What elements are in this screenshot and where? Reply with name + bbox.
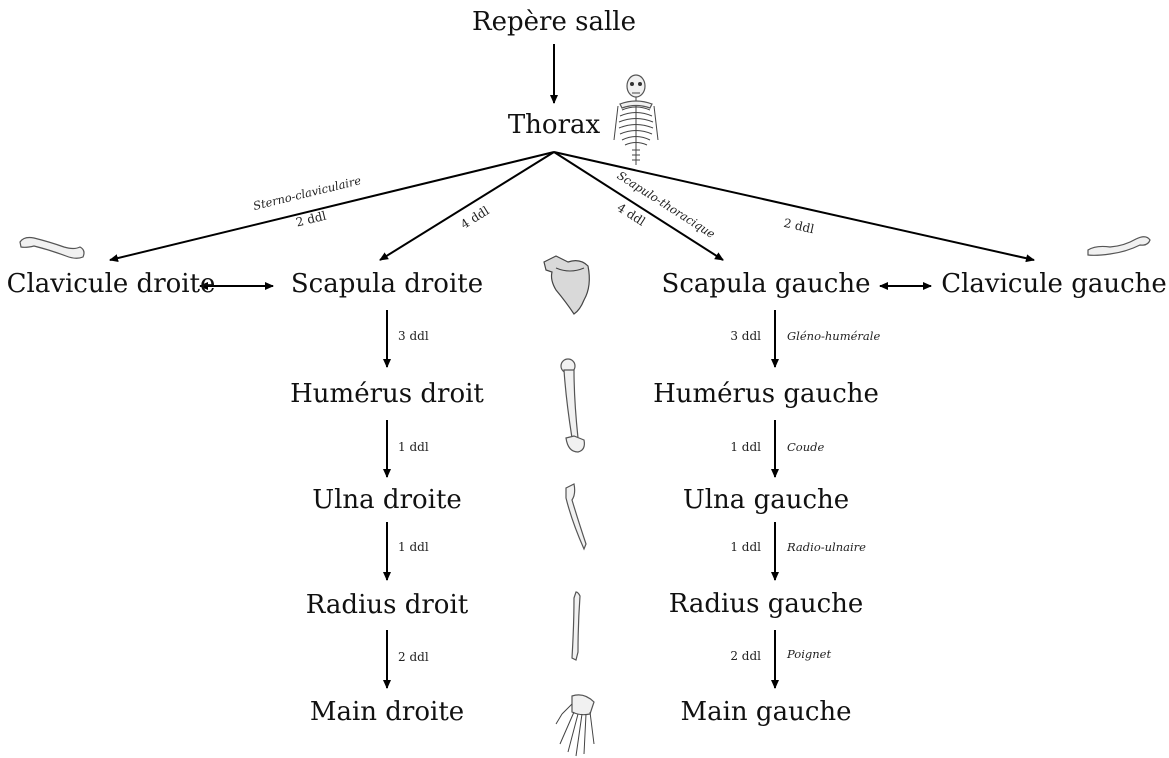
dof-label-radius-hand-right: 2 ddl: [398, 650, 429, 664]
edge-thorax-scapula-right: [380, 152, 554, 260]
joint-label-coude: Coude: [787, 440, 824, 454]
dof-label-thorax-scapula-left: 4 ddl: [614, 200, 648, 228]
node-radius-right: Radius droit: [306, 590, 469, 620]
skeleton-icon: [614, 75, 658, 165]
node-ulna-right: Ulna droite: [312, 485, 462, 515]
node-scapula-right: Scapula droite: [291, 269, 483, 299]
node-humerus-left: Humérus gauche: [653, 379, 879, 409]
node-radius-left: Radius gauche: [669, 589, 864, 619]
dof-label-humerus-ulna-left: 1 ddl: [730, 440, 761, 454]
hand-icon: [556, 695, 594, 756]
dof-label-radius-hand-left: 2 ddl: [730, 649, 761, 663]
clavicle-icon: [20, 238, 84, 259]
edge-thorax-clavicle-right: [110, 152, 554, 260]
dof-label-thorax-clavicle-right: 2 ddl: [295, 209, 328, 230]
ulna-icon: [566, 484, 586, 549]
node-clavicle-left: Clavicule gauche: [941, 269, 1167, 299]
dof-label-ulna-radius-left: 1 ddl: [730, 540, 761, 554]
node-room: Repère salle: [472, 7, 636, 37]
dof-label-scapula-humerus-right: 3 ddl: [398, 329, 429, 343]
edge-thorax-scapula-left: [554, 152, 723, 260]
joint-label-poignet: Poignet: [786, 647, 831, 661]
dof-label-humerus-ulna-right: 1 ddl: [398, 440, 429, 454]
node-hand-left: Main gauche: [680, 697, 851, 727]
clavicle-icon: [1088, 237, 1150, 256]
joint-label-gleno-humerale: Gléno-humérale: [787, 329, 880, 343]
node-humerus-right: Humérus droit: [290, 379, 484, 409]
node-ulna-left: Ulna gauche: [683, 485, 849, 515]
dof-label-scapula-humerus-left: 3 ddl: [730, 329, 761, 343]
humerus-icon: [561, 359, 584, 452]
node-thorax: Thorax: [508, 110, 601, 140]
dof-label-ulna-radius-right: 1 ddl: [398, 540, 429, 554]
node-hand-right: Main droite: [310, 697, 464, 727]
dof-label-thorax-clavicle-left: 2 ddl: [782, 216, 815, 236]
joint-label-sterno-claviculaire: Sterno-claviculaire: [252, 173, 363, 213]
node-scapula-left: Scapula gauche: [662, 269, 871, 299]
radius-icon: [572, 592, 580, 660]
scapula-icon: [544, 256, 589, 314]
joint-label-radio-ulnaire: Radio-ulnaire: [786, 540, 866, 554]
node-clavicle-right: Clavicule droite: [7, 269, 216, 299]
